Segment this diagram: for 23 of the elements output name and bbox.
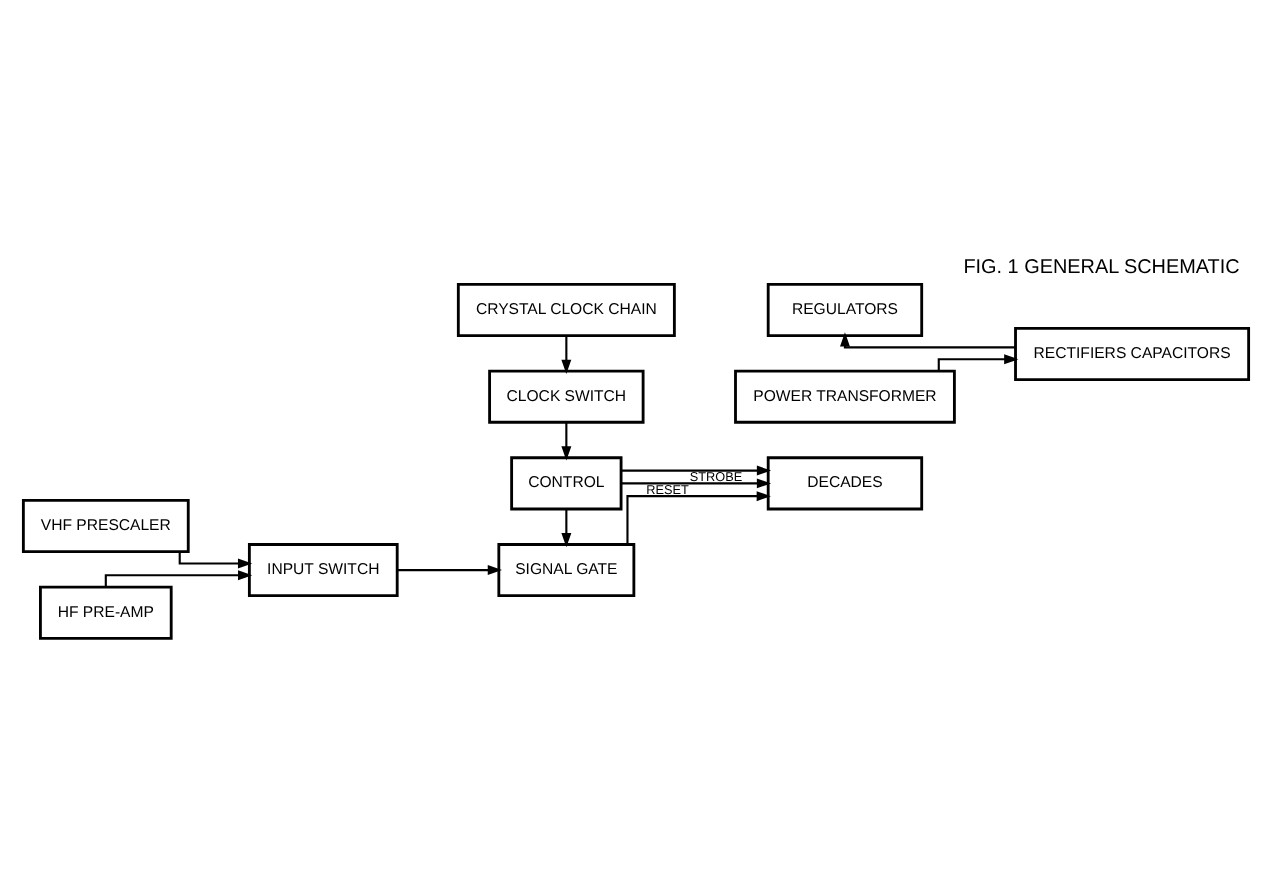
- arrow: [621, 465, 772, 476]
- arrow: [561, 336, 572, 374]
- arrow: [626, 491, 771, 545]
- node-box: SIGNAL GATE: [497, 543, 636, 598]
- node-box: VHF PRESCALER: [21, 499, 190, 554]
- arrow: [104, 570, 253, 588]
- node-box: RECTIFIERS CAPACITORS: [1014, 327, 1251, 382]
- arrow: [397, 565, 502, 576]
- arrow: [621, 478, 772, 489]
- node-box: DECADES: [766, 456, 924, 511]
- arrow: [561, 509, 572, 548]
- arrow: [561, 422, 572, 461]
- arrow: [937, 354, 1019, 372]
- node-box: HF PRE-AMP: [39, 585, 173, 640]
- node-box: REGULATORS: [766, 282, 924, 337]
- node-box: CLOCK SWITCH: [488, 369, 645, 424]
- diagram-title: FIG. 1 GENERAL SCHEMATIC: [963, 257, 1240, 280]
- node-box: INPUT SWITCH: [247, 543, 399, 598]
- arrow: [839, 332, 1016, 349]
- node-box: CONTROL: [510, 456, 623, 511]
- node-box: POWER TRANSFORMER: [734, 369, 956, 424]
- node-box: CRYSTAL CLOCK CHAIN: [456, 282, 676, 337]
- arrow: [178, 551, 253, 569]
